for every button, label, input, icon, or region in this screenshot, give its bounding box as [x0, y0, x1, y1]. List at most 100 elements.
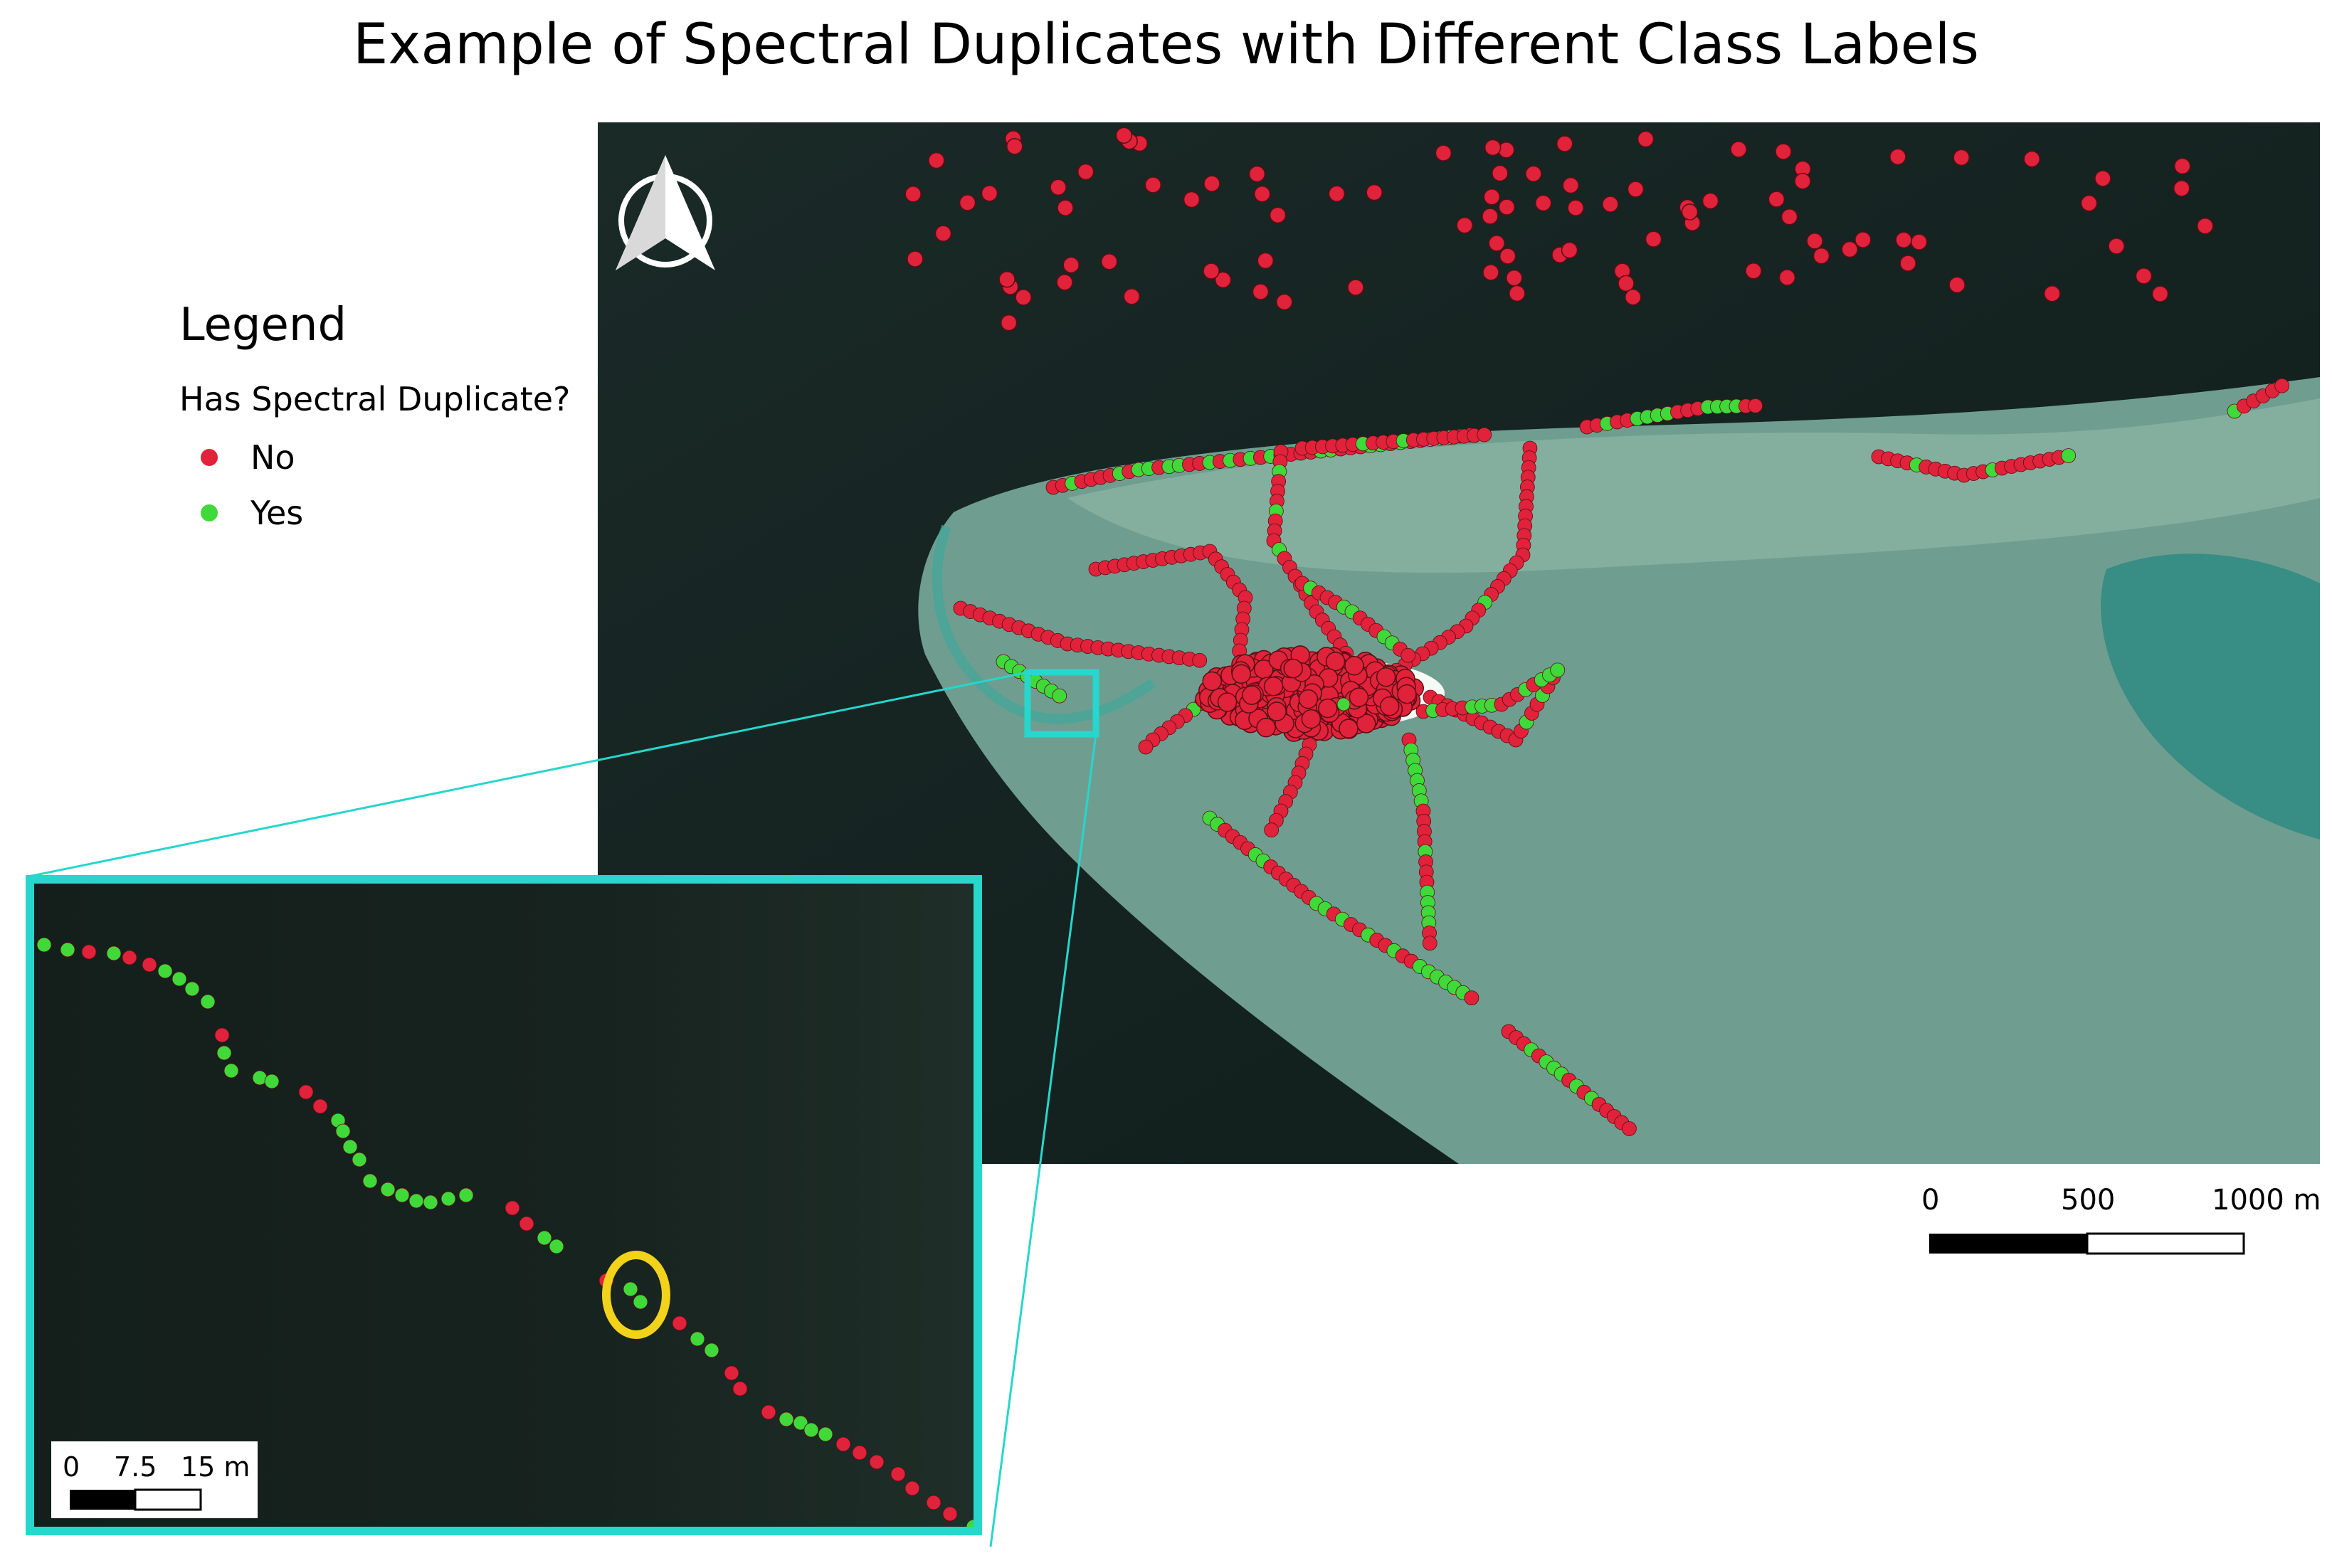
cluster-point — [1217, 692, 1238, 712]
sample-point — [1492, 164, 1509, 182]
inset-point — [549, 1239, 564, 1254]
sample-point — [1328, 185, 1346, 202]
sample-point — [1948, 276, 1966, 294]
sample-point — [1015, 289, 1032, 306]
main-scale-label-mid: 500 — [2061, 1184, 2116, 1217]
inset-point — [81, 944, 97, 960]
main-scale-label-max: 1000 m — [2212, 1184, 2321, 1217]
sample-point — [1953, 149, 1970, 166]
sample-point — [1057, 199, 1074, 216]
inset-point — [724, 1365, 739, 1381]
sample-point — [934, 225, 952, 242]
sample-point — [1248, 165, 1266, 183]
inset-point — [264, 1074, 280, 1089]
sample-point — [1203, 175, 1220, 192]
sample-point — [1780, 208, 1798, 226]
inset-point — [184, 981, 200, 997]
inset-scale-label-max: 15 m — [181, 1451, 250, 1483]
sample-point — [907, 250, 924, 267]
cluster-point — [1397, 684, 1417, 704]
sample-point — [981, 185, 998, 202]
transect-point — [1464, 990, 1479, 1006]
sample-point — [1556, 135, 1573, 152]
sample-point — [1794, 172, 1811, 190]
inset-point — [926, 1495, 941, 1510]
transect-point — [1477, 427, 1492, 443]
sample-point — [1050, 179, 1067, 196]
cluster-point — [1263, 676, 1284, 696]
inset-point — [761, 1404, 776, 1420]
inset-point — [633, 1294, 648, 1310]
sample-point — [1123, 287, 1141, 305]
transect-point — [1622, 1121, 1637, 1136]
map-title: Example of Spectral Duplicates with Diff… — [353, 13, 1979, 77]
inset-point — [214, 1027, 230, 1043]
inset-point — [732, 1381, 748, 1397]
sample-point — [2043, 285, 2061, 302]
sample-point — [2080, 194, 2098, 212]
inset-scale-white — [134, 1488, 202, 1511]
sample-point — [2135, 267, 2153, 285]
sample-point — [1203, 263, 1220, 280]
sample-point — [1499, 248, 1516, 265]
inset-point — [36, 937, 52, 953]
cluster-point — [1336, 697, 1351, 711]
sample-point — [1484, 139, 1502, 157]
sample-point — [1618, 275, 1635, 292]
sample-point — [2173, 157, 2191, 175]
sample-point — [1115, 127, 1133, 144]
inset-connector-left — [28, 671, 1028, 878]
sample-point — [1269, 206, 1287, 224]
inset-point — [835, 1436, 851, 1452]
cluster-point — [1325, 652, 1346, 672]
inset-point — [342, 1139, 358, 1155]
inset-point — [223, 1063, 239, 1079]
inset-point — [672, 1315, 687, 1331]
inset-scale-label-0: 0 — [63, 1451, 80, 1483]
inset-point — [200, 994, 216, 1010]
highlight-ring — [602, 1251, 670, 1339]
transect-point — [1264, 822, 1280, 838]
sample-point — [1910, 233, 1928, 250]
inset-point — [793, 1415, 808, 1431]
sample-point — [1637, 130, 1655, 148]
main-scale-bar: 0 500 1000 m — [1921, 1184, 2321, 1262]
cluster-point — [1356, 714, 1376, 733]
cluster-point — [1202, 671, 1222, 692]
inset-point — [779, 1411, 794, 1427]
cluster-point — [1318, 698, 1338, 719]
cluster-point — [1344, 655, 1364, 676]
sample-point — [1841, 240, 1859, 258]
inset-point — [890, 1466, 906, 1482]
inset-point — [423, 1194, 438, 1210]
sample-point — [1000, 314, 1018, 332]
legend-subtitle: Has Spectral Duplicate? — [179, 380, 571, 418]
sample-point — [1456, 216, 1473, 234]
sample-point — [1506, 269, 1523, 287]
legend-title: Legend — [179, 299, 347, 351]
inset-point — [537, 1230, 552, 1246]
sample-point — [1347, 279, 1364, 296]
inset-connector-right — [989, 733, 1097, 1547]
sample-point — [1214, 271, 1232, 289]
cluster-point — [1283, 658, 1303, 679]
sample-point — [1768, 191, 1785, 208]
transect-point — [1550, 662, 1566, 678]
sample-point — [2108, 238, 2125, 255]
sample-point — [1056, 274, 1073, 291]
main-scale-label-0: 0 — [1921, 1184, 1940, 1217]
sample-point — [2094, 170, 2111, 187]
inset-point — [440, 1191, 456, 1207]
inset-frame — [26, 875, 982, 1535]
sample-point — [1681, 203, 1699, 221]
inset-point — [458, 1187, 474, 1203]
cluster-point — [1379, 696, 1400, 716]
sample-point — [1252, 283, 1270, 300]
inset-point — [394, 1187, 410, 1203]
reef-edge — [932, 524, 1156, 724]
reef-crest — [1067, 398, 2320, 573]
sample-point — [1562, 176, 1580, 194]
sample-point — [1567, 199, 1584, 216]
sample-point — [1497, 141, 1515, 159]
inset-point — [312, 1098, 328, 1114]
